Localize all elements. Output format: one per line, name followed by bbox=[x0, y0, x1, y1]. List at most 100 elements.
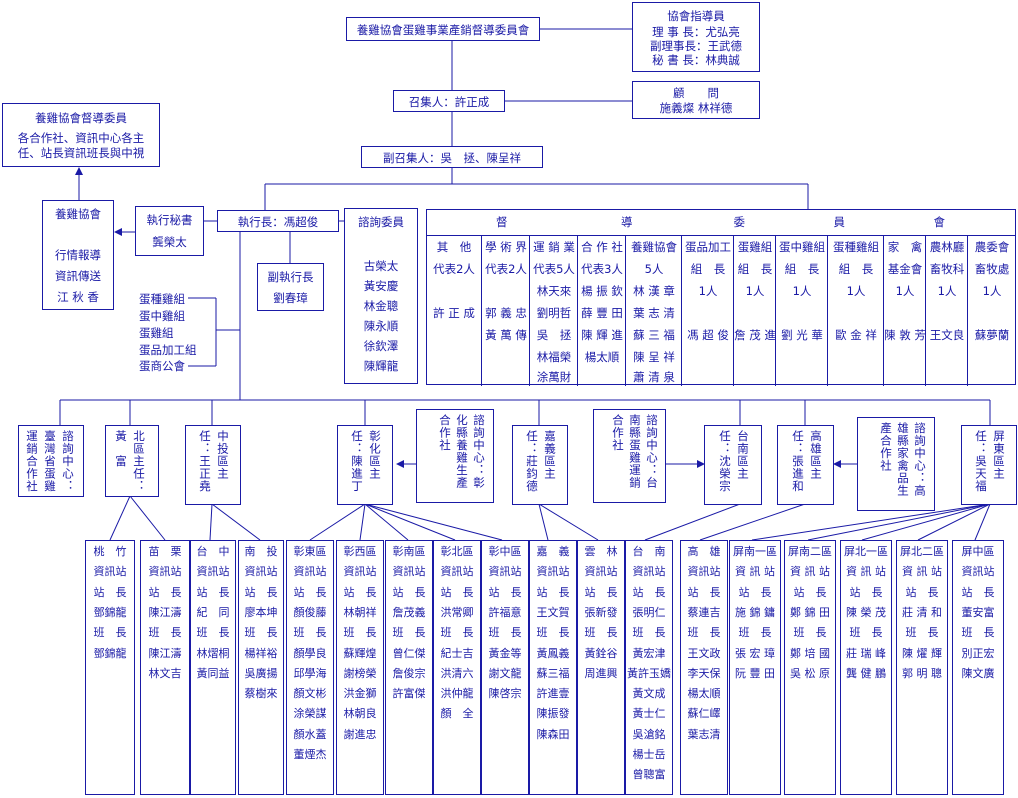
column-sub: 組 長 bbox=[784, 262, 820, 276]
station-line: 陳江濤 bbox=[148, 605, 182, 619]
station-line: 林朝良 bbox=[343, 707, 377, 721]
station-line: 龔 健 鵬 bbox=[846, 666, 886, 680]
station-line: 資 訊 站 bbox=[846, 565, 886, 579]
committee-column: 運 銷 業 代表5人 林天來 劉明哲 吳 拯 林福榮 涂萬財 bbox=[529, 236, 577, 386]
station-line: 班 長 bbox=[793, 626, 827, 640]
station-line: 林朝祥 bbox=[343, 605, 377, 619]
column-name: 蕭 清 泉 bbox=[633, 370, 675, 384]
association-heading: 養雞協會 bbox=[55, 207, 101, 221]
station-line: 紀士吉 bbox=[440, 646, 474, 660]
station-line: 資訊站 bbox=[293, 565, 327, 579]
region-box: 中投區主任：王正堯 bbox=[185, 425, 241, 505]
region-text: 彰化區主任：陳進丁 bbox=[350, 430, 382, 493]
station-line: 班 長 bbox=[440, 626, 474, 640]
station-line: 許進壹 bbox=[536, 687, 570, 701]
station-line: 鄧錦龍 bbox=[93, 605, 127, 619]
consult-name: 古榮太 bbox=[363, 259, 399, 273]
station-line: 林文吉 bbox=[148, 666, 182, 680]
region-text: 中投區主任：王正堯 bbox=[198, 430, 230, 493]
column-count: 1人 bbox=[937, 284, 957, 298]
column-name: 詹 茂 進 bbox=[734, 328, 776, 342]
committee-heading: 督 導 委 員 會 bbox=[496, 215, 946, 229]
column-name: 楊 振 欽 bbox=[581, 284, 623, 298]
station-line: 資 訊 站 bbox=[790, 565, 830, 579]
consult-center-box: 諮詢中心：高雄縣家禽品生產合作社 bbox=[857, 417, 935, 511]
supervise-box: 養雞協會督導委員 各合作社、資訊中心各主 任、站長資訊班長與中視 bbox=[2, 103, 160, 167]
station-line: 紀 同 bbox=[196, 605, 230, 619]
advisor-line: 副理事長：王武德 bbox=[650, 39, 742, 53]
main-committee-title: 養雞協會蛋雞事業產銷督導委員會 bbox=[356, 23, 530, 37]
station-line: 站 長 bbox=[148, 585, 182, 599]
station-line: 蘇三福 bbox=[536, 666, 570, 680]
station-line: 站 長 bbox=[793, 585, 827, 599]
committee-column: 蛋雞組 組 長 1人 詹 茂 進 bbox=[733, 236, 776, 386]
station-line: 鄭 培 國 bbox=[790, 646, 830, 660]
column-name: 涂萬財 bbox=[536, 370, 572, 384]
group-item: 蛋商公會 bbox=[139, 359, 185, 373]
column-sub: 代表2人 bbox=[433, 262, 475, 276]
station-line: 班 長 bbox=[293, 626, 327, 640]
column-name: 薛 豐 田 bbox=[581, 306, 623, 320]
station-line: 班 長 bbox=[343, 626, 377, 640]
station-line: 鄭 錦 田 bbox=[790, 605, 830, 619]
region-text: 諮詢中心：台南縣蛋雞運銷合作社 bbox=[611, 414, 659, 489]
region-box: 彰化區主任：陳進丁 bbox=[337, 425, 393, 505]
region-box: 台南區主任：沈榮宗 bbox=[704, 425, 762, 505]
column-count: 1人 bbox=[895, 284, 915, 298]
station-line: 站 長 bbox=[93, 585, 127, 599]
consultant-heading: 顧 問 bbox=[673, 86, 719, 100]
committee-column: 學 術 界 代表2人 郭 義 忠 黃 萬 傳 bbox=[481, 236, 529, 386]
region-text: 諮詢中心：臺灣省蛋雞運銷合作社 bbox=[25, 430, 75, 493]
station-line: 許富傑 bbox=[392, 687, 426, 701]
column-name: 吳 拯 bbox=[536, 328, 572, 342]
station-name: 屏南一區 bbox=[733, 545, 777, 558]
station-column: 嘉 義資訊站站 長王文賀班 長黃鳳義蘇三福許進壹陳振發陳森田 bbox=[529, 540, 577, 795]
association-line: 資訊傳送 bbox=[55, 269, 101, 283]
station-column: 台 中資訊站站 長紀 同班 長林熠桐黃同益 bbox=[190, 540, 236, 795]
station-line: 詹茂義 bbox=[392, 605, 426, 619]
station-line: 張 宏 璋 bbox=[735, 646, 775, 660]
station-line: 謝榜榮 bbox=[343, 666, 377, 680]
committee-column: 其 他 代表2人 許 正 成 bbox=[427, 236, 481, 386]
station-line: 黃宏津 bbox=[632, 646, 666, 660]
station-name: 彰南區 bbox=[392, 545, 426, 558]
station-line: 陳 燿 輝 bbox=[902, 646, 942, 660]
vice-exec-title: 副執行長 bbox=[267, 270, 314, 284]
station-line: 資 訊 站 bbox=[902, 565, 942, 579]
region-text: 北區主任：黃 富 bbox=[114, 430, 146, 493]
group-item: 蛋中雞組 bbox=[139, 309, 185, 323]
station-line: 班 長 bbox=[632, 626, 666, 640]
station-line: 班 長 bbox=[687, 626, 721, 640]
station-line: 資訊站 bbox=[343, 565, 377, 579]
station-line: 陳振發 bbox=[536, 707, 570, 721]
column-sub: 代表3人 bbox=[581, 262, 623, 276]
station-line: 班 長 bbox=[584, 626, 618, 640]
station-line: 阮 豐 田 bbox=[735, 666, 775, 680]
station-line: 莊 瑞 峰 bbox=[846, 646, 886, 660]
station-line: 資訊站 bbox=[440, 565, 474, 579]
advisor-line: 理 事 長：尤弘亮 bbox=[652, 25, 740, 39]
station-column: 屏中區資訊站站 長董安富班 長別正宏陳文廣 bbox=[952, 540, 1004, 795]
station-line: 黃許玉嬌 bbox=[627, 666, 671, 680]
vice-exec-name: 劉春璋 bbox=[273, 291, 308, 305]
station-column: 彰南區資訊站站 長詹茂義班 長曾仁傑詹俊宗許富傑 bbox=[385, 540, 433, 795]
station-line: 洪清六 bbox=[440, 666, 474, 680]
station-name: 台 南 bbox=[632, 545, 666, 558]
station-line: 謝進忠 bbox=[343, 727, 377, 741]
station-line: 資訊站 bbox=[488, 565, 522, 579]
station-name: 南 投 bbox=[244, 545, 278, 558]
station-line: 站 長 bbox=[488, 585, 522, 599]
station-line: 郭 明 聰 bbox=[902, 666, 942, 680]
station-line: 站 長 bbox=[738, 585, 772, 599]
column-name: 陳 輝 進 bbox=[581, 328, 623, 342]
station-line: 吳 松 原 bbox=[790, 666, 830, 680]
station-line: 站 長 bbox=[632, 585, 666, 599]
column-count: 1人 bbox=[698, 284, 718, 298]
column-head: 家 禽 bbox=[887, 240, 923, 254]
station-line: 張明仁 bbox=[632, 605, 666, 619]
region-box: 北區主任：黃 富 bbox=[105, 425, 159, 497]
station-name: 屏北一區 bbox=[844, 545, 888, 558]
consult-committee-box: 諮詢委員 古榮太 黃安慶 林金聰 陳永順 徐欽澤 陳輝龍 bbox=[344, 208, 418, 384]
station-line: 資訊站 bbox=[196, 565, 230, 579]
